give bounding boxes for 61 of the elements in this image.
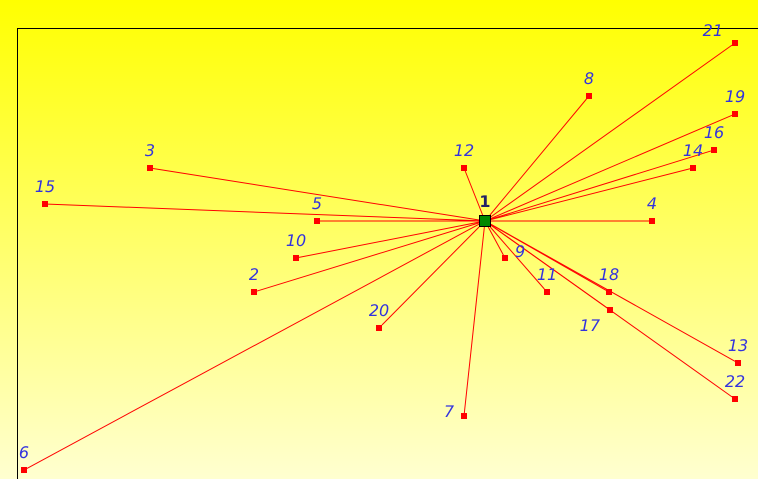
point-number: 17 xyxy=(580,317,600,335)
connector-line xyxy=(490,220,650,222)
connector-line xyxy=(490,150,712,220)
data-point xyxy=(248,266,260,295)
connector-line xyxy=(490,224,736,362)
point-number: 18 xyxy=(598,266,620,284)
connector-line xyxy=(490,44,732,218)
data-point xyxy=(682,142,704,171)
data-point xyxy=(18,444,30,473)
point-number: 12 xyxy=(454,142,474,160)
point-number: 3 xyxy=(144,142,156,160)
point-number: 4 xyxy=(646,195,658,213)
connector-line xyxy=(490,168,690,220)
point-number: 13 xyxy=(728,337,748,355)
data-point xyxy=(724,373,746,402)
data-point xyxy=(444,403,467,421)
connector-line xyxy=(490,224,606,291)
point-number: 11 xyxy=(536,266,558,284)
connector-line xyxy=(320,220,480,222)
data-point xyxy=(502,243,526,261)
connector-line xyxy=(464,170,484,216)
hub-point xyxy=(479,193,491,227)
point-number: 15 xyxy=(34,178,56,196)
data-point xyxy=(536,266,558,295)
point-number: 1 xyxy=(479,193,491,211)
data-point xyxy=(728,337,748,366)
data-point xyxy=(704,124,724,153)
point-number: 2 xyxy=(248,266,260,284)
point-number: 8 xyxy=(584,70,594,88)
connector-line xyxy=(381,226,480,326)
connector-line xyxy=(490,98,587,216)
point-number: 6 xyxy=(18,444,30,462)
data-point xyxy=(724,88,746,117)
connector-line xyxy=(48,204,480,222)
data-point xyxy=(646,195,658,224)
data-point xyxy=(312,195,322,224)
data-point xyxy=(144,142,156,171)
connector-line xyxy=(490,226,545,290)
connector-line xyxy=(298,222,480,258)
connector-line xyxy=(490,114,732,219)
point-number: 22 xyxy=(724,373,746,391)
data-point xyxy=(286,232,306,261)
point-number: 9 xyxy=(515,243,526,261)
point-number: 7 xyxy=(444,403,454,421)
connector-line xyxy=(26,224,480,469)
connector-line xyxy=(488,226,504,256)
point-number: 20 xyxy=(368,302,390,320)
data-point xyxy=(584,70,594,99)
data-point xyxy=(598,266,620,295)
connector-line xyxy=(152,168,480,221)
point-number: 5 xyxy=(312,195,322,213)
point-number: 10 xyxy=(286,232,306,250)
data-point xyxy=(34,178,56,207)
connector-line xyxy=(464,226,485,414)
point-number: 19 xyxy=(724,88,746,106)
data-point xyxy=(454,142,474,171)
point-number: 14 xyxy=(682,142,704,160)
point-number: 16 xyxy=(704,124,724,142)
data-point xyxy=(368,302,390,331)
connector-line xyxy=(490,224,732,398)
connector-line xyxy=(256,222,480,292)
